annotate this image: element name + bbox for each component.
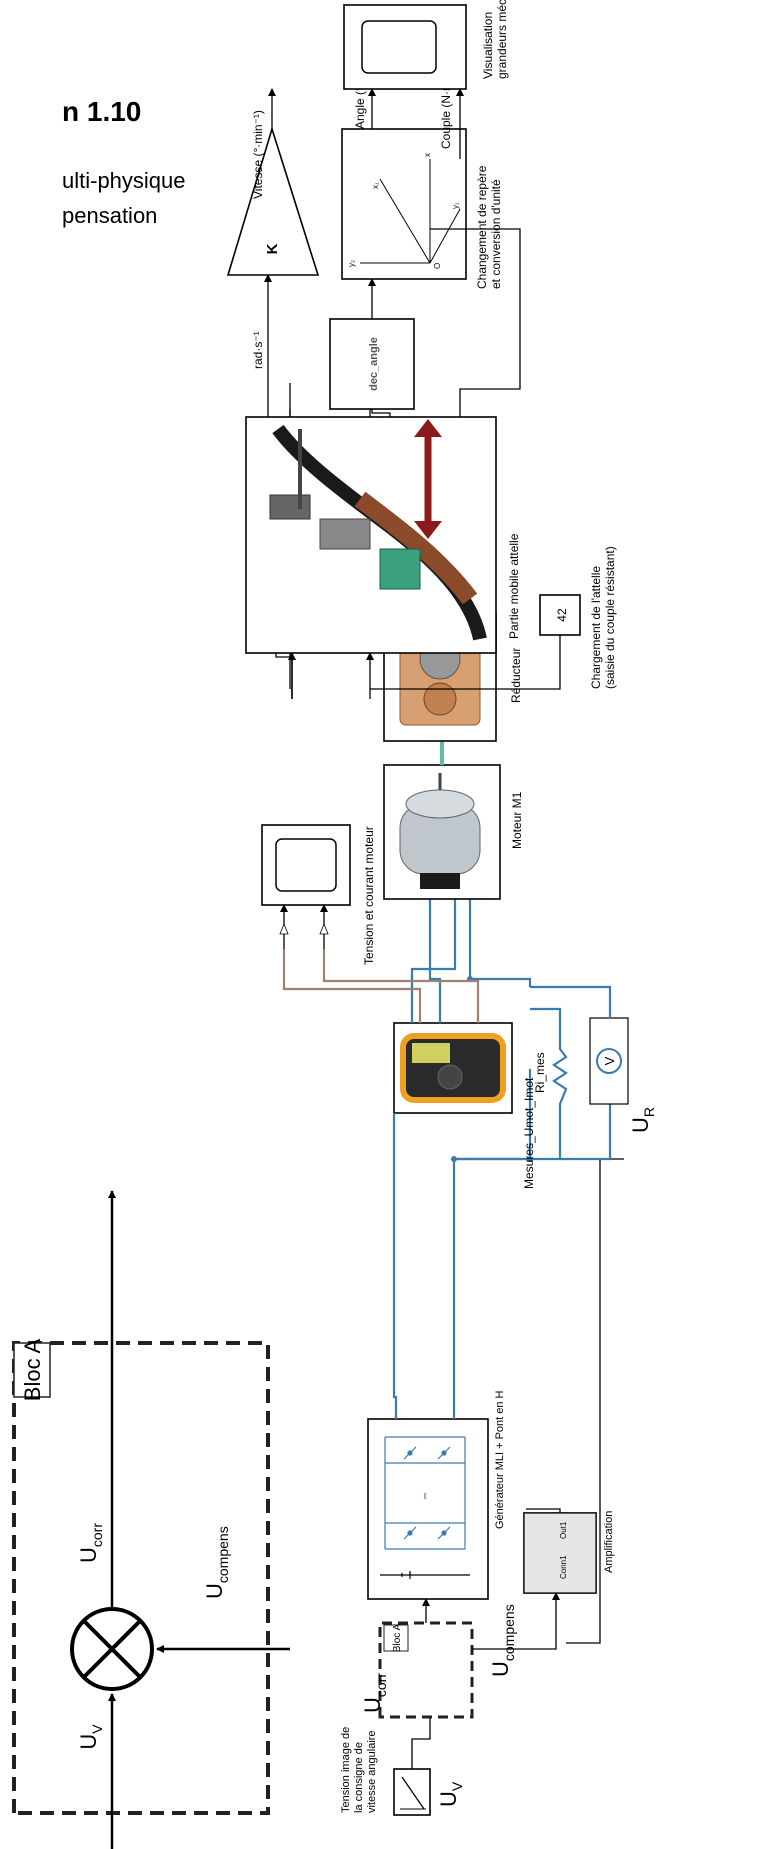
consigne-label-3: vitesse angulaire (366, 1730, 378, 1813)
frame-axes-icon (360, 159, 461, 264)
consigne-label-2: la consigne de (353, 1742, 365, 1813)
couple-label: Couple (N·m) (439, 77, 453, 149)
measures-label: Mesures_Umot_Imot (522, 1077, 536, 1189)
page-subtitle-line2: pensation (62, 203, 158, 228)
visu-label-1: Visualisation (481, 12, 495, 79)
amp-conn1-label: Conn1 (559, 1555, 568, 1579)
mechanical-scope-block[interactable] (343, 4, 467, 90)
mobile-part-label: Partie mobile attelle (507, 533, 521, 639)
change-frame-label-2: et conversion d'unité (489, 179, 503, 289)
motor-block[interactable] (383, 764, 501, 900)
ucorr-sub: corr (373, 1673, 389, 1697)
attelle-icon (269, 424, 487, 641)
svg-text:Ucorr: Ucorr (360, 1673, 389, 1713)
gain-block[interactable]: K (226, 126, 320, 276)
angle-label: Angle (°) (353, 82, 367, 129)
bloc-a-uv-label: U (76, 1734, 101, 1750)
dec-angle-block[interactable]: dec_angle (329, 318, 415, 410)
bloc-a-detail-title: Bloc A (20, 1338, 45, 1401)
svg-text:V: V (602, 1056, 617, 1065)
change-frame-label-1: Changement de repère (475, 165, 489, 289)
consigne-source-block[interactable] (393, 1768, 431, 1816)
rad-label: rad·s⁻¹ (251, 331, 265, 369)
motor-label: Moteur M1 (510, 791, 524, 849)
bloc-a-uv-sub: V (89, 1724, 105, 1734)
wire-measure-i (322, 949, 480, 1023)
generator-block[interactable] (367, 1418, 489, 1600)
ucompens-sub: compens (501, 1604, 517, 1661)
svg-text:x: x (423, 153, 432, 157)
svg-text:UR: UR (628, 1107, 657, 1133)
change-frame-block[interactable]: O x y₂ x₁ y₁ (341, 128, 467, 280)
measures-block[interactable] (393, 1022, 513, 1114)
ucompens-label: U (488, 1661, 513, 1677)
load-label-1: Chargement de l'attelle (589, 566, 603, 689)
page-subtitle-line1: ulti-physique (62, 168, 186, 193)
scope-icon (275, 838, 337, 892)
page-title: n 1.10 (62, 96, 142, 127)
bloc-a-detail: Bloc A UV Ucorr Ucompens (12, 1190, 290, 1849)
scope-icon (361, 20, 437, 74)
ucorr-label: U (360, 1697, 385, 1713)
amplification-block[interactable]: Conn1 Out1 (523, 1512, 597, 1594)
uv-label: U (436, 1791, 461, 1807)
uv-sub: V (449, 1781, 465, 1791)
consigne-label-1: Tension image de (340, 1727, 352, 1813)
ri-mes-resistor (530, 1007, 568, 1161)
ri-mes-label: Ri_mes (533, 1052, 547, 1093)
tension-scope-label: Tension et courant moteur (362, 826, 376, 965)
load-label-2: (saisie du couple résistant) (603, 546, 617, 689)
svg-text:x₁: x₁ (371, 182, 380, 189)
ur-sub: R (641, 1107, 657, 1117)
svg-text:UV: UV (436, 1781, 465, 1807)
vitesse-label: Vitesse (°·min⁻¹) (251, 110, 265, 199)
bloc-a-ucompens-label: U (202, 1583, 227, 1599)
svg-text:y₂: y₂ (347, 260, 356, 267)
wire-consigne (411, 1717, 431, 1769)
voltmeter-icon (596, 1048, 622, 1074)
load-constant-block[interactable]: 42 (539, 594, 581, 636)
voltmeter-block[interactable]: V (589, 1017, 629, 1105)
wire-compens (472, 1592, 560, 1650)
reducer-label: Réducteur (509, 648, 523, 703)
svg-text:Ucompens: Ucompens (202, 1526, 231, 1599)
bloc-a-small[interactable]: Bloc A (378, 1621, 474, 1719)
bloc-a-ucorr-label: U (76, 1547, 101, 1563)
svg-text:Ucompens: Ucompens (488, 1604, 517, 1677)
motor-icon (399, 773, 481, 889)
bloc-a-small-label: Bloc A (392, 1624, 403, 1653)
generator-label: Générateur MLI + Pont en H (494, 1390, 506, 1529)
mobile-part-block[interactable] (245, 416, 497, 654)
h-bridge-icon (380, 1436, 470, 1579)
tension-scope-block[interactable] (261, 824, 351, 906)
amplification-label: Amplification (603, 1511, 615, 1573)
wire-ur (566, 1158, 624, 1644)
svg-text:O: O (433, 263, 442, 269)
motion-arrow-icon (414, 419, 442, 539)
ur-label: U (628, 1117, 653, 1133)
load-value: 42 (555, 608, 569, 622)
gain-label: K (264, 243, 281, 254)
bloc-a-ucompens-sub: compens (215, 1526, 231, 1583)
ramp-icon (401, 1776, 425, 1810)
wire-elec-lower (452, 1069, 532, 1419)
wire-measure-u (282, 949, 422, 1023)
amp-out1-label: Out1 (559, 1521, 568, 1539)
svg-text:UV: UV (76, 1724, 105, 1750)
svg-text:Ucorr: Ucorr (76, 1523, 105, 1563)
bloc-a-ucorr-sub: corr (89, 1523, 105, 1547)
dec-angle-label: dec_angle (368, 337, 380, 391)
svg-text:y₁: y₁ (451, 202, 460, 209)
visu-label-2: grandeurs mécaniques (495, 0, 509, 79)
